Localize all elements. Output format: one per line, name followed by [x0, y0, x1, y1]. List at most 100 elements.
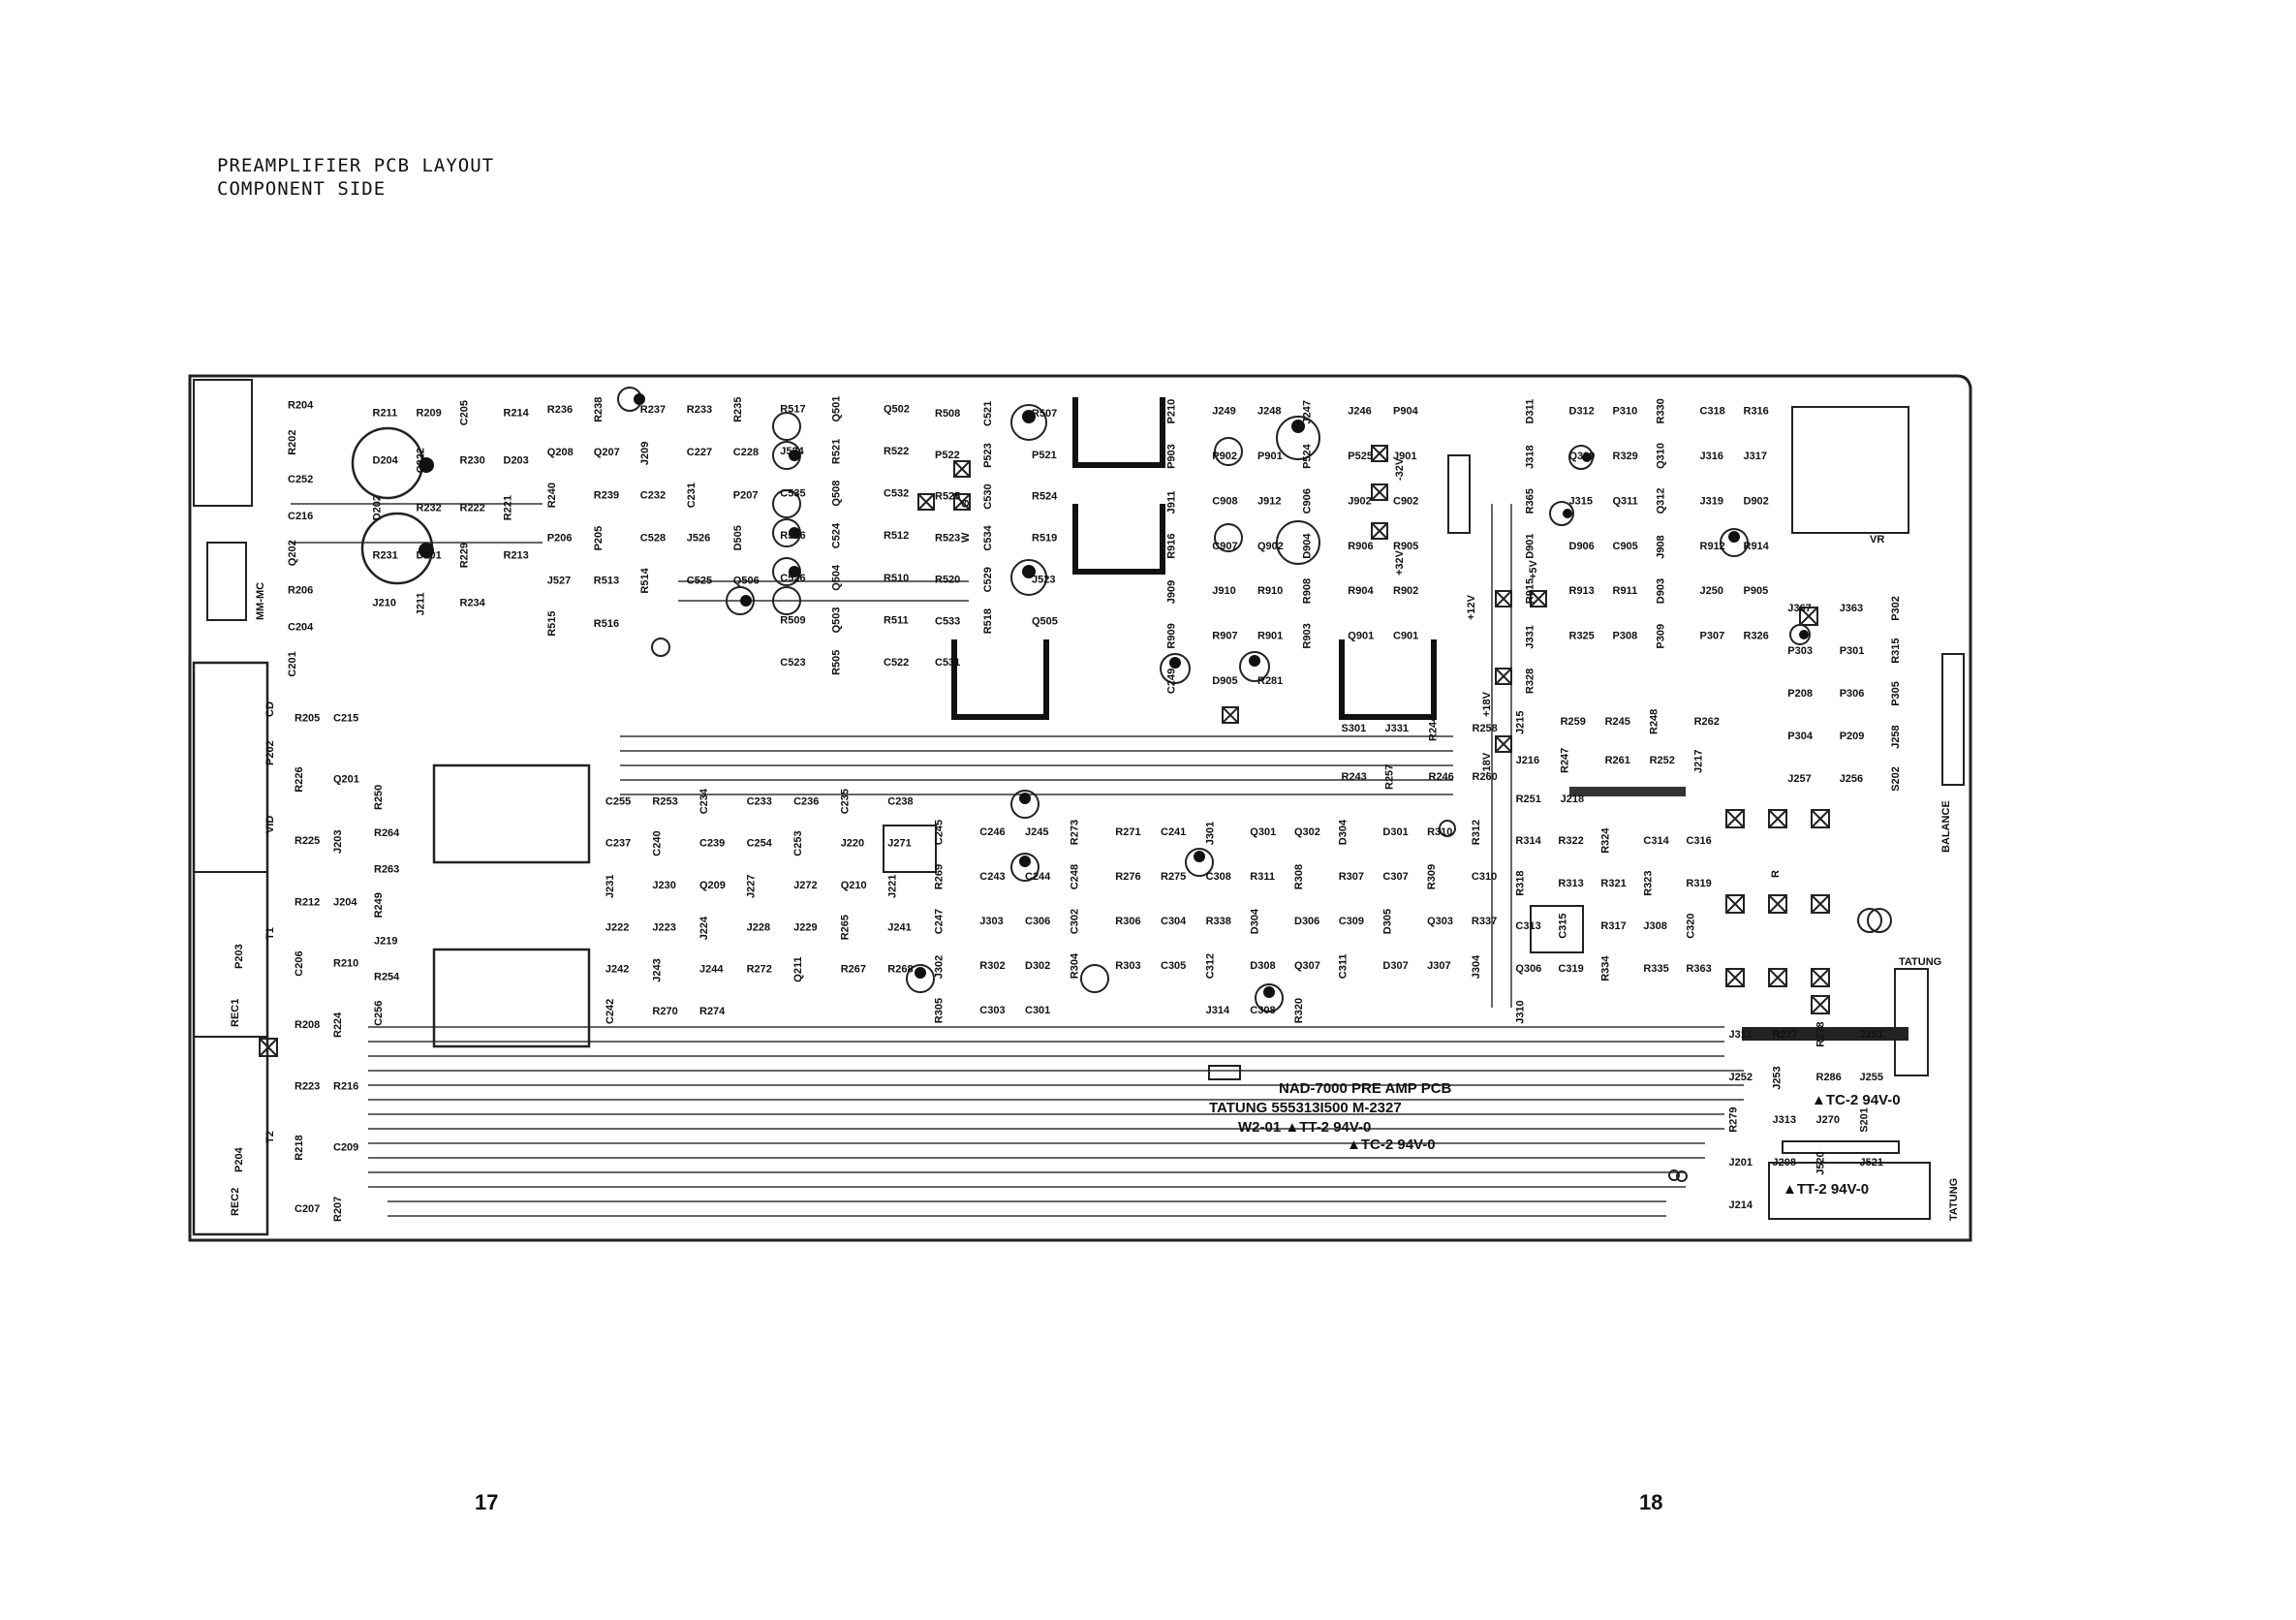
component-label: J302	[934, 955, 946, 979]
component-label: R271	[1115, 826, 1140, 838]
phono-connector	[193, 379, 253, 507]
component-label: J246	[1348, 406, 1371, 418]
component-label: C247	[934, 909, 946, 934]
component-label: J303	[979, 916, 1003, 927]
component-label: J248	[1257, 406, 1281, 418]
component-label: C313	[1515, 920, 1540, 932]
component-label: R911	[1613, 585, 1638, 597]
component-label: R260	[1473, 771, 1498, 783]
component-label: R328	[1525, 669, 1536, 694]
component-label: R312	[1471, 820, 1482, 845]
component-label: J316	[1700, 451, 1723, 462]
component-label: C241	[1161, 826, 1186, 838]
component-label: D903	[1656, 578, 1667, 604]
component-label: C231	[686, 483, 698, 508]
component-label: R513	[594, 576, 619, 587]
component-label: J244	[699, 964, 724, 976]
component-label: J313	[1773, 1114, 1796, 1126]
component-label: J521	[1860, 1157, 1883, 1168]
component-label: C533	[935, 615, 960, 627]
component-label: C308	[1206, 871, 1231, 883]
component-label: C306	[1025, 916, 1050, 927]
component-label: D902	[1744, 495, 1769, 507]
component-label: J216	[1516, 755, 1539, 766]
component-label: J304	[1471, 954, 1482, 979]
connector-label: T2	[264, 1131, 276, 1143]
component-label: C254	[747, 838, 773, 850]
component-label: R235	[732, 397, 744, 422]
component-label: R258	[1473, 723, 1498, 734]
component-label: Q207	[594, 447, 620, 458]
component-label: R508	[935, 408, 960, 420]
component-label: J203	[332, 830, 344, 854]
pcb-name: NAD-7000 PRE AMP PCB	[1279, 1080, 1452, 1097]
component-label: R901	[1257, 631, 1283, 642]
component-label: C526	[780, 573, 805, 584]
component-label: J301	[1205, 822, 1217, 845]
board-text: NAD-7000 PRE AMP PCB TATUNG 555313I500 M…	[1209, 534, 1960, 1221]
component-label: P308	[1613, 631, 1638, 642]
component-label: R306	[1115, 916, 1140, 927]
component-label: R305	[934, 998, 946, 1023]
component-label: R240	[546, 483, 558, 508]
voltage-label: +5V	[1528, 559, 1539, 579]
component-label: R214	[504, 407, 530, 419]
component-label: R212	[295, 896, 320, 908]
component-label: R234	[460, 597, 486, 608]
component-label: J217	[1693, 750, 1705, 773]
page-subtitle: COMPONENT SIDE	[217, 178, 387, 200]
component-label: R265	[840, 915, 852, 940]
component-label: C530	[982, 483, 994, 509]
component-label: C314	[1643, 835, 1669, 847]
component-label: R229	[459, 543, 471, 568]
component-label: R514	[639, 567, 651, 593]
component-label: R248	[1649, 709, 1660, 734]
component-label: P303	[1787, 645, 1813, 657]
component-label: C312	[1205, 953, 1217, 979]
component-label: C320	[1685, 914, 1696, 939]
connector-label: CD	[264, 701, 276, 717]
component-label: D308	[1250, 960, 1275, 972]
component-label: J317	[1744, 451, 1767, 462]
component-label: C244	[1025, 871, 1051, 883]
component-label: J526	[687, 532, 710, 544]
component-label: R261	[1605, 755, 1630, 766]
component-label: C316	[1686, 835, 1711, 847]
pcb-outline	[188, 374, 1972, 1242]
component-label: R233	[687, 404, 712, 416]
voltage-label: +18V	[1481, 691, 1493, 717]
component-label: R303	[1115, 960, 1140, 972]
component-label: R330	[1656, 398, 1667, 423]
component-label: D311	[1525, 399, 1536, 424]
component-label: C305	[1161, 960, 1186, 972]
component-label: R252	[1650, 755, 1675, 766]
component-label: P902	[1212, 451, 1237, 462]
component-label: R912	[1700, 541, 1725, 552]
connector-label: P204	[233, 1146, 245, 1172]
component-label: D901	[1525, 534, 1536, 559]
component-label: R243	[1342, 771, 1367, 783]
component-label: R281	[1257, 675, 1283, 687]
test-pads	[259, 445, 1830, 1057]
component-label: R365	[1525, 488, 1536, 514]
component-label: R309	[1426, 864, 1438, 889]
connector-j250	[1569, 787, 1686, 796]
component-label: Q503	[831, 607, 843, 633]
component-label: C246	[979, 826, 1005, 838]
component-label: R506	[780, 530, 805, 542]
component-label: D304	[1249, 908, 1260, 934]
component-label: C301	[1025, 1005, 1050, 1016]
component-label: J307	[1427, 960, 1450, 972]
ic-chip	[883, 825, 937, 873]
component-label: C901	[1393, 631, 1418, 642]
component-label: R509	[780, 614, 805, 626]
component-label: D905	[1212, 675, 1237, 687]
page-number-right: 18	[1639, 1490, 1663, 1514]
component-label: Q306	[1515, 963, 1541, 975]
component-label: R519	[1032, 533, 1057, 545]
component-label: C905	[1613, 541, 1638, 552]
component-label: R914	[1744, 541, 1770, 552]
component-label: R521	[831, 439, 843, 464]
component-label: R323	[1642, 871, 1654, 896]
component-label: R245	[1605, 716, 1630, 728]
